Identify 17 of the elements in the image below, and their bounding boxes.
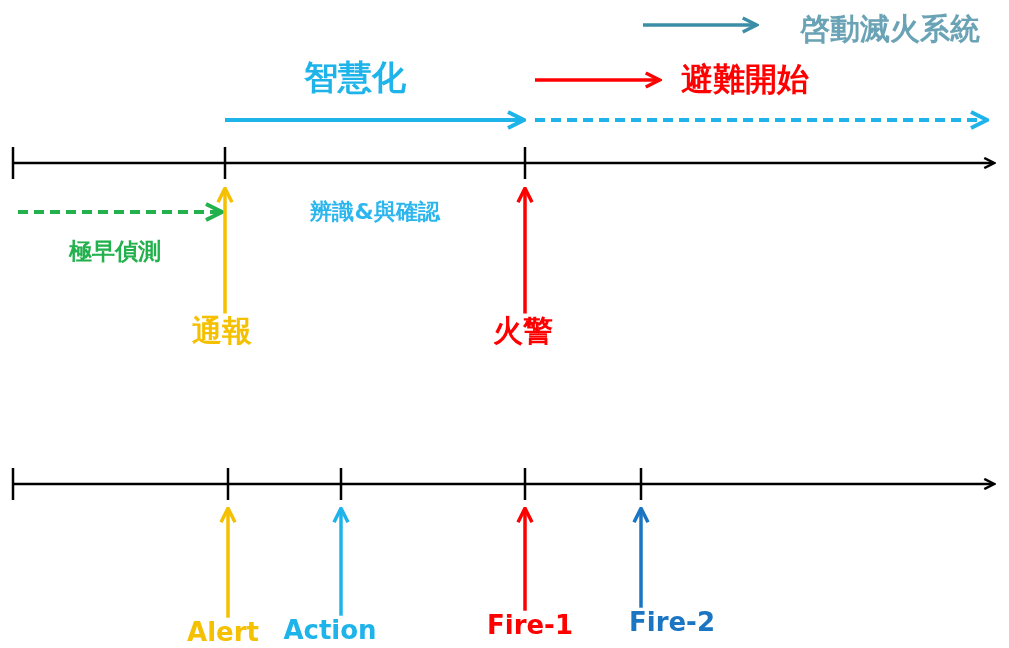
arrow (219, 506, 237, 618)
event-label: Fire-2 (629, 607, 715, 637)
legend-label: 啓動滅火系統 (800, 11, 980, 45)
phase-label: 辨識&與確認 (310, 199, 440, 225)
arrow (216, 186, 234, 314)
arrow (332, 506, 350, 616)
event-label: Action (283, 615, 377, 645)
event-label: 火警 (493, 313, 553, 347)
event-label: 通報 (192, 313, 252, 347)
arrow (632, 506, 650, 608)
arrow (516, 186, 534, 314)
phase-label: 極早偵測 (69, 239, 161, 265)
arrow (516, 506, 534, 611)
event-label: Alert (187, 617, 259, 647)
phase-label: 智慧化 (304, 59, 406, 97)
event-label: Fire-1 (487, 610, 573, 640)
legend-label: 避難開始 (681, 62, 809, 98)
